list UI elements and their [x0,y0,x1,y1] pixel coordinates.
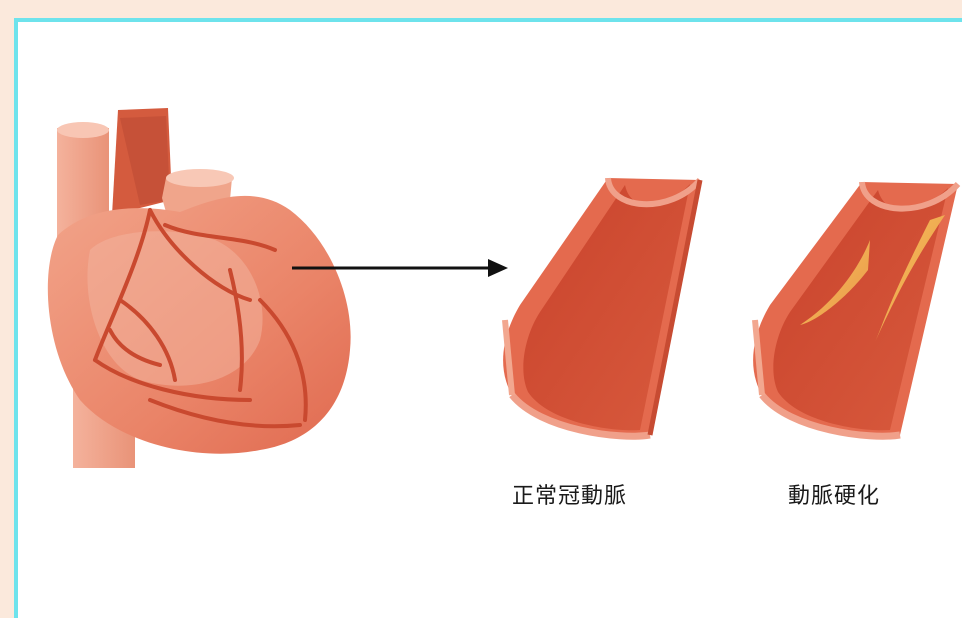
normal-artery-illustration [503,178,700,436]
atherosclerosis-label: 動脈硬化 [788,478,880,510]
normal-artery-label: 正常冠動脈 [512,478,627,510]
superior-vessel-opening [57,122,109,138]
heart-illustration [48,108,351,468]
atherosclerosis-artery-illustration [753,182,958,436]
